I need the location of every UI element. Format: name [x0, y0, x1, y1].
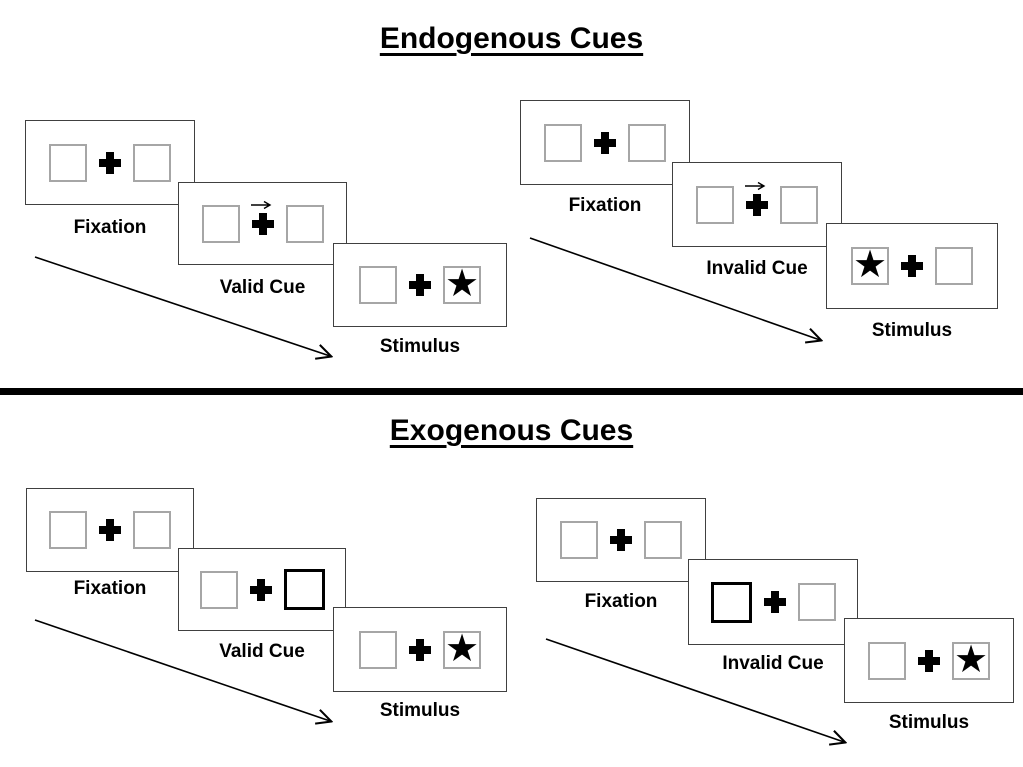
panel-label: Stimulus — [379, 700, 461, 721]
exogenous-title: Exogenous Cues — [389, 414, 634, 447]
panel-label: Invalid Cue — [722, 653, 824, 674]
highlighted-cue-box — [710, 581, 752, 623]
cue-arrow-icon — [250, 200, 271, 209]
fixation-cross-icon — [763, 591, 786, 613]
fixation-panel — [536, 498, 706, 582]
fixation-panel — [25, 120, 195, 205]
left-box — [49, 511, 87, 549]
stimulus-panel: ★ — [844, 618, 1014, 703]
valid-cue-panel — [178, 182, 347, 265]
highlighted-cue-box — [283, 569, 325, 610]
panel-label: Valid Cue — [219, 641, 305, 662]
panel-label: Stimulus — [888, 712, 970, 733]
left-box — [544, 123, 582, 162]
right-box — [644, 521, 682, 559]
left-box — [359, 266, 397, 304]
panel-label: Valid Cue — [219, 277, 306, 298]
right-box — [133, 143, 171, 182]
invalid-cue-panel — [672, 162, 842, 247]
fixation-cross-icon — [594, 131, 616, 154]
fixation-cross-icon — [918, 649, 940, 672]
cue-arrow-icon — [745, 181, 766, 190]
stimulus-panel: ★ — [826, 223, 998, 309]
target-star-icon: ★ — [852, 244, 888, 286]
target-star-icon: ★ — [953, 638, 989, 681]
left-box — [201, 204, 240, 243]
panel-label: Fixation — [568, 195, 642, 216]
time-arrow — [34, 619, 330, 721]
panel-label: Stimulus — [871, 320, 953, 341]
panel-label: Fixation — [584, 591, 658, 612]
left-box — [359, 630, 397, 669]
target-star-icon: ★ — [444, 627, 480, 670]
target-star-box: ★ — [443, 263, 481, 305]
right-box — [133, 511, 171, 549]
fixation-cross-icon — [99, 151, 121, 174]
left-box — [868, 641, 906, 680]
target-star-box: ★ — [851, 244, 889, 286]
fixation-cross-icon — [901, 255, 923, 277]
fixation-cross-icon — [610, 529, 632, 551]
right-box — [285, 204, 324, 243]
target-star-icon: ★ — [444, 263, 480, 305]
panel-label: Fixation — [73, 217, 147, 238]
right-box — [780, 185, 818, 224]
right-box — [797, 583, 836, 621]
fixation-panel — [26, 488, 194, 572]
panel-label: Fixation — [73, 578, 147, 599]
panel-label: Invalid Cue — [706, 258, 808, 279]
left-box — [199, 570, 238, 609]
fixation-cross-icon — [249, 578, 272, 601]
endogenous-title: Endogenous Cues — [379, 22, 644, 55]
left-box — [560, 521, 598, 559]
time-arrow — [34, 256, 330, 356]
section-divider — [0, 388, 1023, 395]
fixation-cross-icon — [409, 274, 431, 296]
time-arrow — [529, 237, 820, 340]
target-star-box: ★ — [952, 638, 990, 681]
invalid-cue-panel — [688, 559, 858, 645]
stimulus-panel: ★ — [333, 243, 507, 327]
stimulus-panel: ★ — [333, 607, 507, 692]
fixation-cross-icon — [99, 519, 121, 541]
fixation-cross-icon — [746, 193, 768, 216]
target-star-box: ★ — [443, 627, 481, 670]
valid-cue-panel — [178, 548, 346, 631]
panel-label: Stimulus — [379, 336, 461, 357]
fixation-panel — [520, 100, 690, 185]
right-box — [628, 123, 666, 162]
fixation-cross-icon — [251, 212, 274, 235]
fixation-cross-icon — [409, 638, 431, 661]
left-box — [696, 185, 734, 224]
left-box — [49, 143, 87, 182]
right-box — [935, 247, 973, 285]
